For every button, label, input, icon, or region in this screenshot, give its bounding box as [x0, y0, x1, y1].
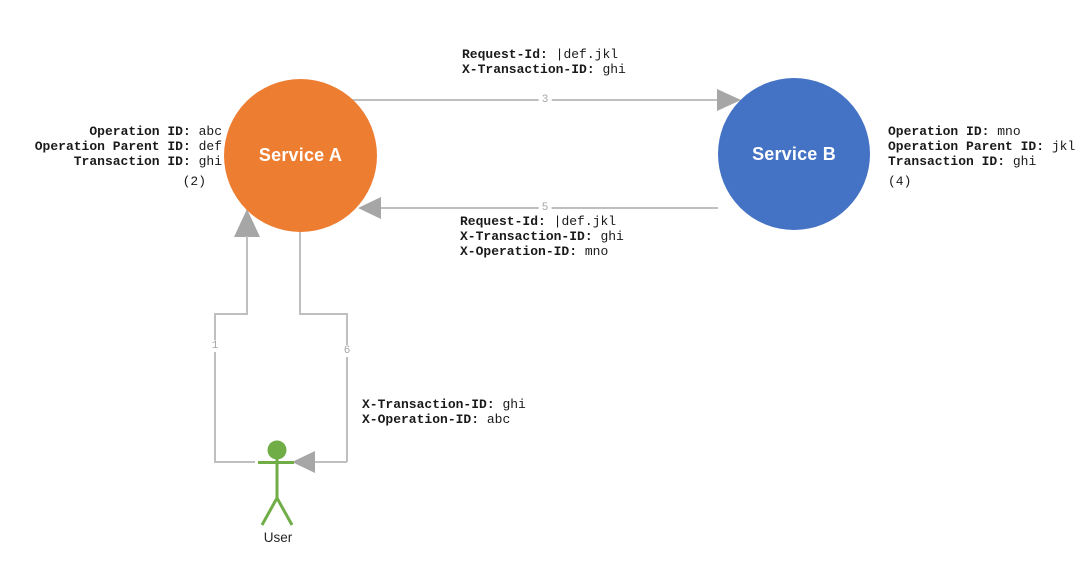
annotation-line: X-Operation-ID: mno [460, 244, 609, 259]
step-number-3: 3 [538, 94, 552, 106]
step-note: (2) [182, 174, 206, 189]
annotation-line: Request-Id: |def.jkl [460, 214, 617, 229]
annotation-line: Request-Id: |def.jkl [462, 47, 619, 62]
user-stick-figure-icon [258, 440, 294, 526]
annotation-line: X-Operation-ID: abc [362, 412, 511, 427]
annotation-line: Operation Parent ID: jkl [888, 139, 1076, 154]
annotation-line: X-Transaction-ID: ghi [362, 397, 526, 412]
service-b-node: Service B [718, 78, 870, 230]
annotation-line: Operation ID: abc [89, 124, 222, 139]
service-a-label: Service A [258, 145, 343, 165]
edge-a-to-user-line [314, 461, 347, 463]
arrowhead-left-icon [358, 197, 381, 219]
service-a-node: Service A [224, 79, 377, 232]
step-number-1: 1 [208, 340, 222, 352]
service-b-label: Service B [752, 143, 836, 164]
annotation-line: Transaction ID: ghi [73, 154, 222, 169]
step-number-6: 6 [340, 345, 354, 357]
annotation-line: Transaction ID: ghi [888, 154, 1037, 169]
edge-a-to-b-line [352, 99, 717, 101]
user-label: User [263, 530, 293, 545]
arrowhead-left-icon [292, 451, 315, 473]
edge-a-to-user-line [346, 313, 348, 462]
edge-user-to-a-line [214, 313, 216, 463]
request-a-to-b-headers: Request-Id: |def.jkl X-Transaction-ID: g… [462, 47, 626, 77]
edge-a-to-user-line [299, 230, 301, 314]
annotation-line: Operation Parent ID: def [34, 139, 222, 154]
edge-user-to-a-line [246, 236, 248, 314]
annotation-line: X-Transaction-ID: ghi [460, 229, 624, 244]
user-flow-headers: X-Transaction-ID: ghi X-Operation-ID: ab… [362, 397, 526, 427]
edge-a-to-user-line [299, 313, 348, 315]
service-b-annotation: Operation ID: mno Operation Parent ID: j… [888, 124, 1075, 189]
annotation-line: X-Transaction-ID: ghi [462, 62, 626, 77]
step-note: (4) [888, 174, 912, 189]
annotation-line: Operation ID: mno [888, 124, 1021, 139]
step-number-5: 5 [538, 202, 552, 214]
edge-user-to-a-line [215, 461, 255, 463]
service-a-annotation: Operation ID: abc Operation Parent ID: d… [20, 124, 222, 189]
edge-user-to-a-line [214, 313, 248, 315]
response-b-to-a-headers: Request-Id: |def.jkl X-Transaction-ID: g… [460, 214, 624, 259]
